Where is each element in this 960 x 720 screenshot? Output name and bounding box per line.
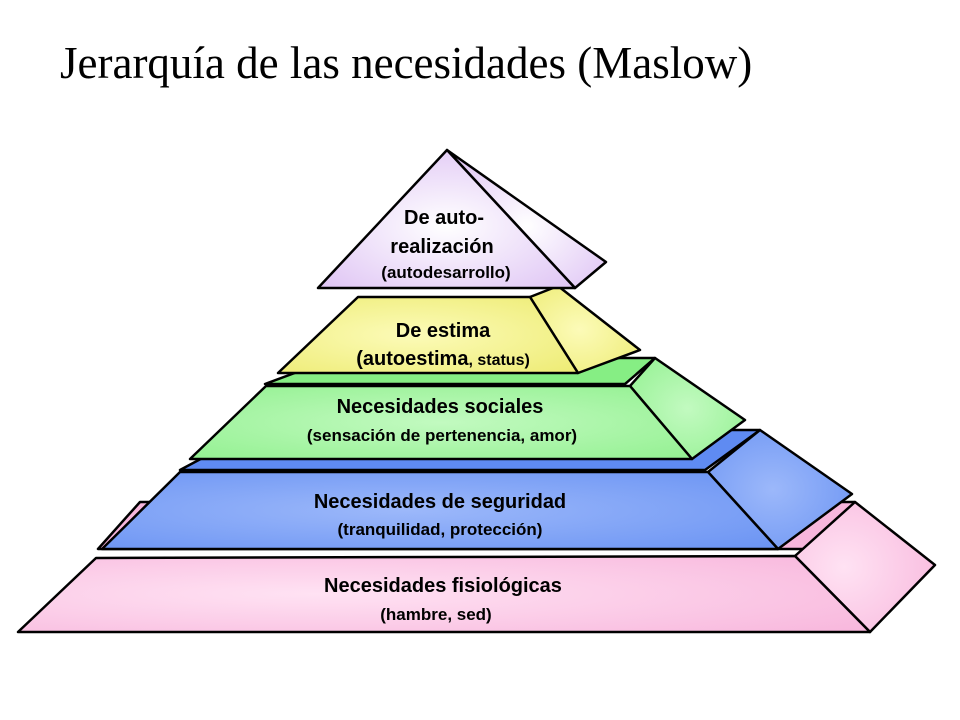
level-physiological-front-face (16, 554, 872, 634)
level-esteem-front-face (276, 295, 580, 375)
level-self-actualization-front-face (316, 148, 577, 290)
level-social-title: Necesidades sociales (337, 396, 544, 418)
level-self-actualization-title-line2: realización (390, 236, 493, 258)
slide-title: Jerarquía de las necesidades (Maslow) (60, 38, 753, 88)
level-self-actualization-detail: (autodesarrollo) (381, 263, 510, 282)
level-social-detail: (sensación de pertenencia, amor) (307, 426, 577, 445)
level-esteem-needs: De estima (autoestima, status) (276, 284, 642, 375)
level-social-front-face (188, 384, 694, 461)
level-self-actualization-title-line1: De auto- (404, 207, 484, 229)
level-esteem-detail-main: (autoestima (356, 348, 469, 370)
level-physiological-detail: (hambre, sed) (380, 605, 491, 624)
level-self-actualization: De auto- realización (autodesarrollo) (316, 148, 608, 290)
level-safety-front-face (100, 470, 780, 551)
level-esteem-title: De estima (396, 320, 491, 342)
level-esteem-detail: (autoestima, status) (356, 348, 530, 370)
level-safety-detail: (tranquilidad, protección) (338, 520, 543, 539)
level-esteem-detail-small: , status) (468, 352, 529, 369)
level-physiological-title: Necesidades fisiológicas (324, 575, 562, 597)
level-safety-title: Necesidades de seguridad (314, 491, 566, 513)
